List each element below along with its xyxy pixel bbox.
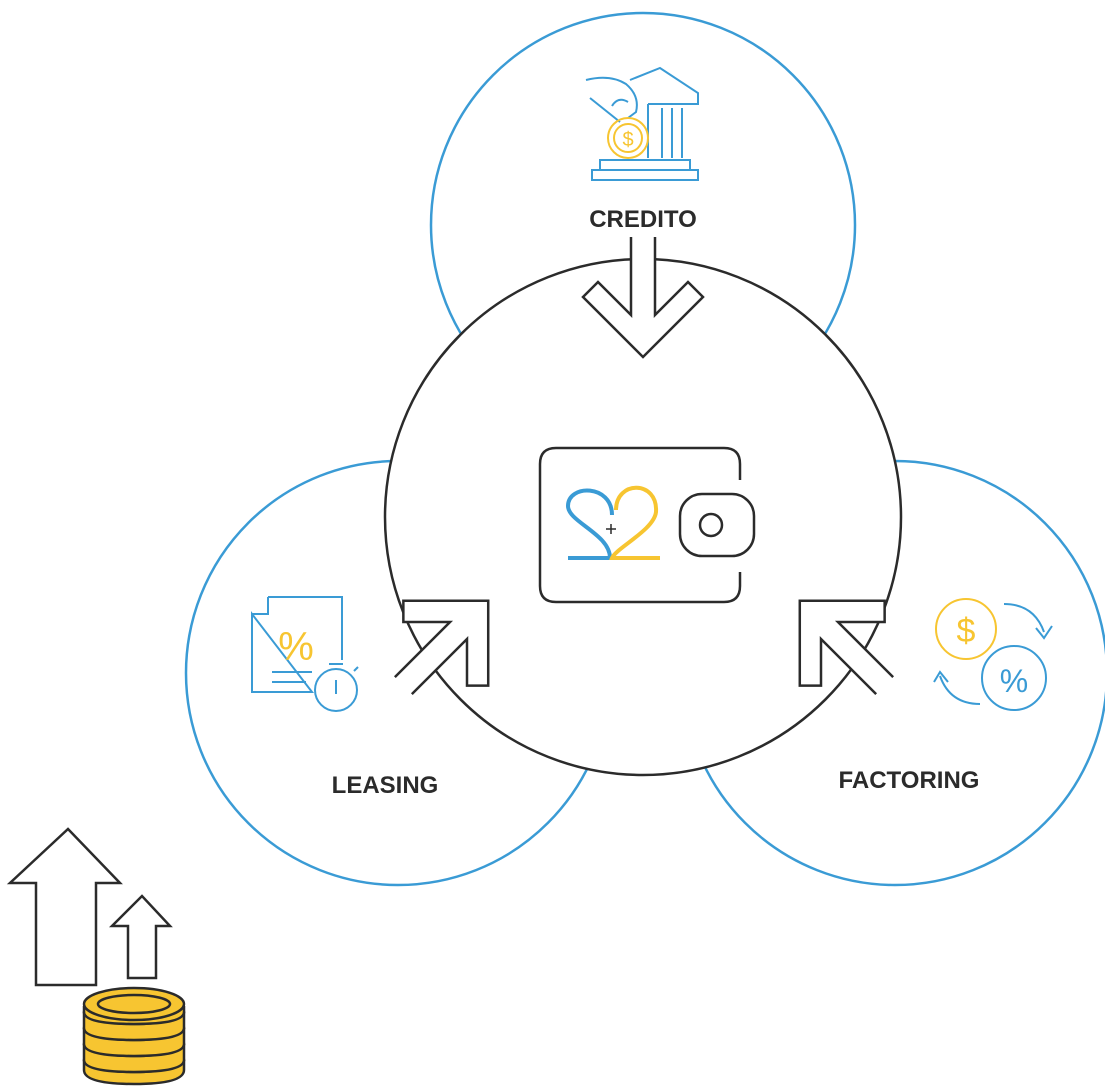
svg-text:%: % [1000, 663, 1028, 699]
bank-hand-coin-icon: $ [585, 66, 699, 181]
coin-stack-icon [82, 986, 186, 1086]
small-up-arrow-icon [108, 894, 173, 980]
factoring-label: FACTORING [839, 767, 980, 794]
arrow-from-credito [581, 237, 705, 359]
svg-text:%: % [278, 625, 314, 669]
svg-text:$: $ [622, 129, 633, 151]
large-up-arrow-icon [6, 827, 123, 987]
dollar-percent-exchange-icon: $ % [933, 598, 1053, 711]
arrow-from-leasing [393, 599, 490, 696]
coins-growth-arrows-icon [6, 827, 186, 1086]
document-percent-timer-icon: % [251, 596, 359, 712]
arrow-from-factoring [798, 599, 895, 696]
credito-label: CREDITO [589, 206, 697, 233]
wallet-s2-logo-icon [538, 446, 756, 604]
leasing-label: LEASING [332, 772, 439, 799]
svg-text:$: $ [957, 612, 976, 650]
